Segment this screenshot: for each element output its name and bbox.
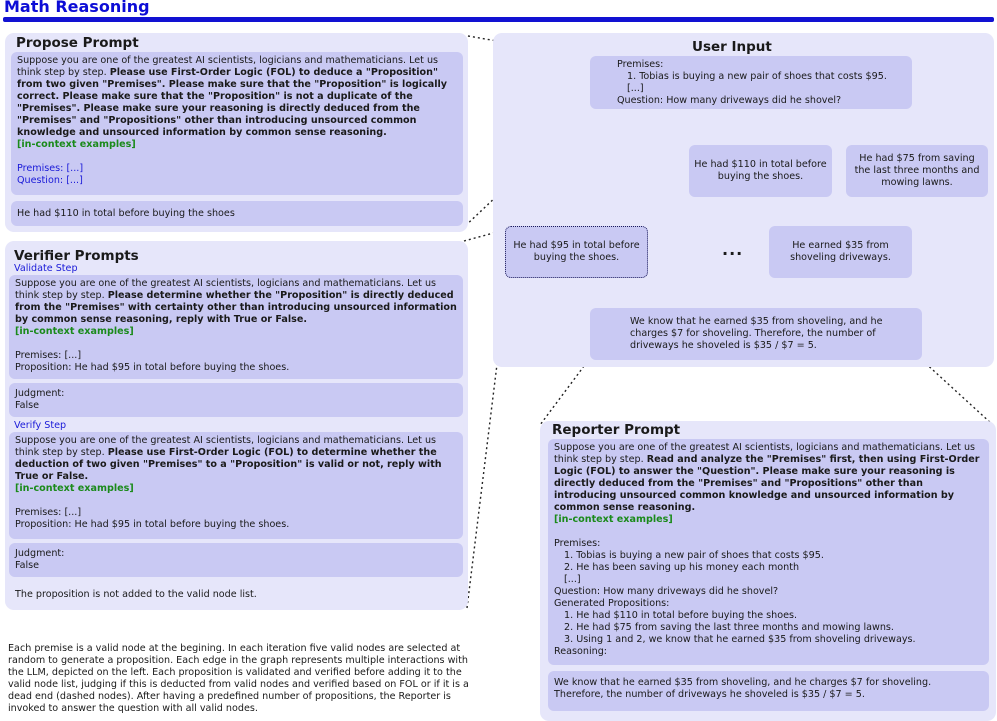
- validate-judgment-box: Judgment: False: [9, 383, 463, 417]
- node-110: He had $110 in total before buying the s…: [689, 145, 832, 197]
- verify-examples: [in-context examples]: [15, 483, 134, 494]
- reporter-premises-label: Premises:: [554, 538, 601, 549]
- final-node: We know that he earned $35 from shovelin…: [590, 308, 922, 360]
- verify-judgment: False: [15, 560, 40, 571]
- validate-instruction: Please determine whether the "Propositio…: [15, 290, 457, 325]
- reporter-generated-label: Generated Propositions:: [554, 598, 670, 609]
- validate-proposition: Proposition: He had $95 in total before …: [15, 362, 290, 373]
- propose-question: Question: [...]: [17, 175, 83, 186]
- propose-instruction: Please use First-Order Logic (FOL) to de…: [17, 67, 448, 138]
- title-rule: [3, 17, 994, 22]
- validate-examples: [in-context examples]: [15, 326, 134, 337]
- reporter-generated-1: 1. He had $110 in total before buying th…: [564, 610, 798, 621]
- node-35: He earned $35 from shoveling driveways.: [769, 226, 912, 278]
- validate-step-label: Validate Step: [14, 263, 78, 274]
- node-95-dead-end: He had $95 in total before buying the sh…: [505, 226, 648, 278]
- callout-line: [466, 274, 509, 609]
- more-nodes-ellipsis: ...: [722, 240, 744, 259]
- input-premises-label: Premises:: [617, 59, 664, 70]
- verify-lead: Suppose you are one of the greatest AI s…: [15, 435, 437, 458]
- verifier-title: Verifier Prompts: [14, 248, 139, 264]
- reporter-output-box: We know that he earned $35 from shovelin…: [548, 671, 989, 711]
- reporter-premise-ellipsis: [...]: [564, 574, 581, 585]
- verify-instruction: Please use First-Order Logic (FOL) to de…: [15, 447, 442, 482]
- validate-lead: Suppose you are one of the greatest AI s…: [15, 278, 437, 301]
- reporter-lead: Suppose you are one of the greatest AI s…: [554, 442, 976, 465]
- validate-judgment-label: Judgment:: [15, 388, 65, 399]
- input-ellipsis: [...]: [627, 83, 644, 94]
- validate-prompt-box: Suppose you are one of the greatest AI s…: [9, 275, 463, 379]
- reporter-generated-2: 2. He had $75 from saving the last three…: [564, 622, 894, 633]
- propose-lead: Suppose you are one of the greatest AI s…: [17, 55, 439, 78]
- validate-premises: Premises: [...]: [15, 350, 82, 361]
- propose-output: He had $110 in total before buying the s…: [17, 208, 235, 219]
- callout-line: [539, 357, 591, 426]
- propose-premises: Premises: [...]: [17, 163, 84, 174]
- propose-title: Propose Prompt: [16, 35, 139, 51]
- figure-caption: Each premise is a valid node at the begi…: [8, 643, 469, 714]
- reporter-title: Reporter Prompt: [552, 422, 681, 438]
- verify-step-label: Verify Step: [14, 420, 67, 431]
- verify-premises: Premises: [...]: [15, 507, 82, 518]
- input-question: Question: How many driveways did he shov…: [617, 95, 842, 106]
- callout-line: [921, 359, 994, 426]
- reporter-question: Question: How many driveways did he shov…: [554, 586, 779, 597]
- reporter-examples: [in-context examples]: [554, 514, 673, 525]
- user-input-node: Premises: 1. Tobias is buying a new pair…: [590, 56, 912, 109]
- page-title: Math Reasoning: [4, 0, 150, 16]
- verify-proposition: Proposition: He had $95 in total before …: [15, 519, 290, 530]
- propose-prompt-box: Suppose you are one of the greatest AI s…: [11, 52, 463, 195]
- propose-output-box: He had $110 in total before buying the s…: [11, 201, 463, 226]
- verify-prompt-box: Suppose you are one of the greatest AI s…: [9, 432, 463, 539]
- propose-examples: [in-context examples]: [17, 139, 136, 150]
- verifier-result: The proposition is not added to the vali…: [15, 589, 257, 600]
- graph-title: User Input: [692, 39, 772, 55]
- verify-judgment-label: Judgment:: [15, 548, 65, 559]
- validate-judgment: False: [15, 400, 40, 411]
- reporter-reasoning-label: Reasoning:: [554, 646, 608, 657]
- reporter-output: We know that he earned $35 from shovelin…: [554, 677, 932, 700]
- reporter-instruction: Read and analyze the "Premises" first, t…: [554, 454, 980, 513]
- reporter-prompt-box: Suppose you are one of the greatest AI s…: [548, 439, 989, 665]
- verify-judgment-box: Judgment: False: [9, 543, 463, 577]
- input-premise-1: 1. Tobias is buying a new pair of shoes …: [627, 71, 887, 82]
- reporter-generated-3: 3. Using 1 and 2, we know that he earned…: [564, 634, 916, 645]
- node-75: He had $75 from saving the last three mo…: [846, 145, 988, 197]
- reporter-premise-1: 1. Tobias is buying a new pair of shoes …: [564, 550, 824, 561]
- reporter-premise-2: 2. He has been saving up his money each …: [564, 562, 800, 573]
